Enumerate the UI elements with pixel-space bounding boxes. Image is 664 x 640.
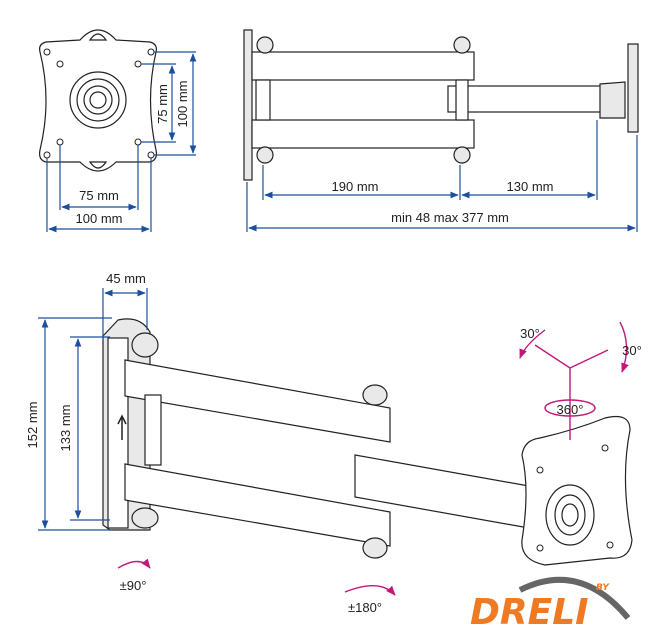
dim-extension-range: min 48 max 377 mm: [391, 210, 509, 225]
dim-45mm: 45 mm: [106, 271, 146, 286]
perspective-dimensions: 45 mm 152 mm 133 mm: [25, 271, 148, 531]
side-view-mount: [243, 29, 639, 181]
dim-75mm-vertical: 75 mm: [155, 84, 170, 124]
side-view-dimensions: 190 mm 130 mm min 48 max 377 mm: [246, 120, 638, 232]
logo-brand: DRELI: [470, 592, 589, 633]
dim-100mm-vertical: 100 mm: [175, 81, 190, 128]
dreli-logo: DRELI BY: [470, 576, 631, 633]
rotation-360: 360°: [557, 402, 584, 417]
dim-130mm: 130 mm: [507, 179, 554, 194]
dim-152mm: 152 mm: [25, 402, 40, 449]
front-view-plate: [39, 29, 157, 172]
front-view-dimensions: 100 mm 75 mm 75 mm 100 mm: [46, 51, 197, 233]
dim-133mm: 133 mm: [58, 405, 73, 452]
logo-by: BY: [596, 583, 610, 593]
rotation-tilt-right: 30°: [622, 343, 642, 358]
dim-75mm-horizontal: 75 mm: [79, 188, 119, 203]
perspective-mount: [102, 318, 633, 566]
rotation-arm-swivel: ±180°: [348, 600, 382, 615]
rotation-wall-swivel: ±90°: [120, 578, 147, 593]
dim-190mm: 190 mm: [332, 179, 379, 194]
rotation-indicators: ±90° ±180° 30° 30° 360°: [117, 321, 642, 615]
dim-100mm-horizontal: 100 mm: [76, 211, 123, 226]
rotation-tilt-left: 30°: [520, 326, 540, 341]
